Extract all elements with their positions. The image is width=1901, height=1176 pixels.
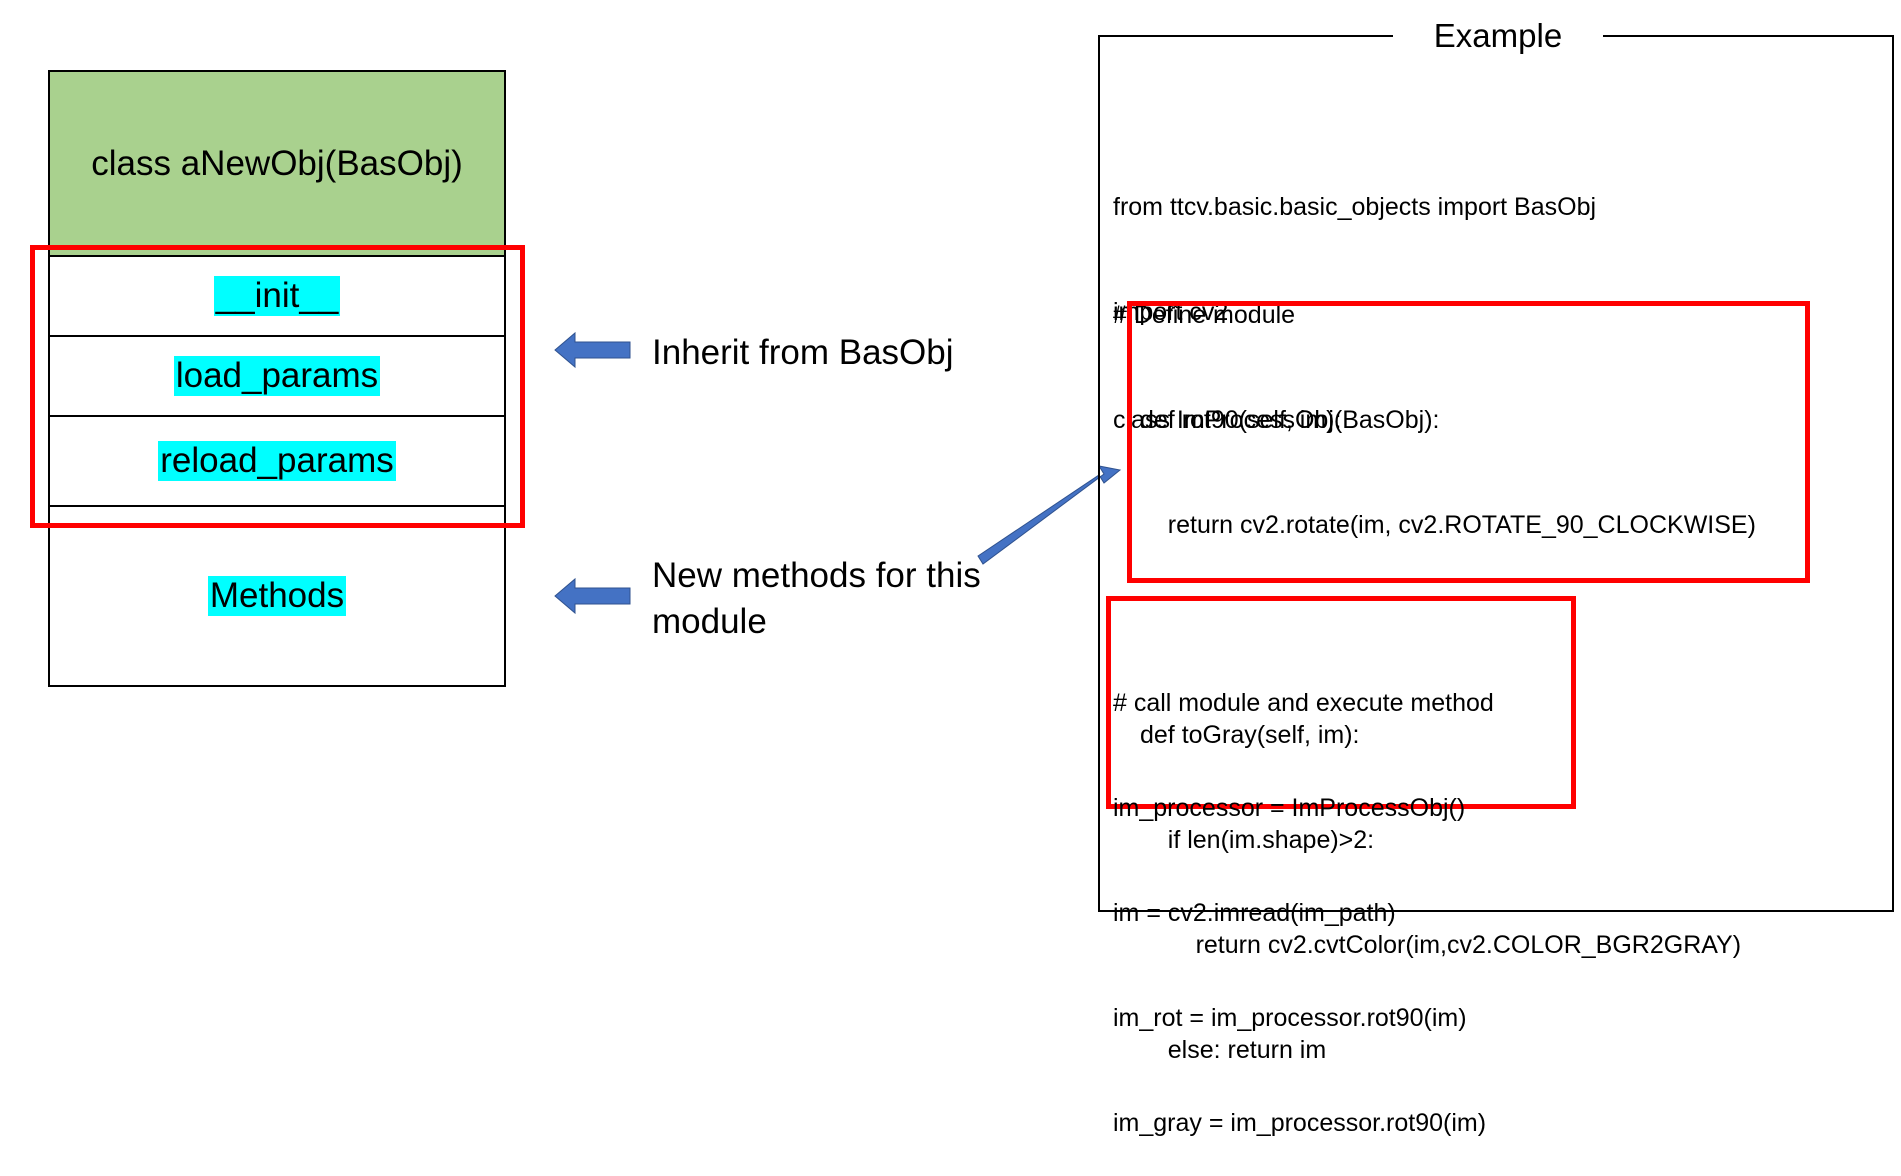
row-methods: Methods <box>50 505 504 685</box>
class-line: class ImProcessObj(BasObj): <box>1113 406 1440 434</box>
class-header: class aNewObj(BasObj) <box>50 72 504 255</box>
code-line: return cv2.rotate(im, cv2.ROTATE_90_CLOC… <box>1140 511 1756 539</box>
row-load-params: load_params <box>50 335 504 415</box>
new-methods-line-2: module <box>652 602 767 641</box>
inherit-text: Inherit from BasObj <box>652 333 954 372</box>
code-line: if len(im.shape)>2: <box>1140 826 1375 854</box>
arrows-layer <box>554 331 1122 615</box>
code-line: def rot90(self, im): <box>1140 406 1342 434</box>
call-block-highlight <box>1106 596 1576 809</box>
row-init: __init__ <box>50 255 504 335</box>
example-define: # Define module class ImProcessObj(BasOb… <box>1113 228 1439 473</box>
import-line-1: from ttcv.basic.basic_objects import Bas… <box>1113 193 1597 221</box>
methods-label: Methods <box>207 576 347 616</box>
reload-params-label: reload_params <box>158 441 396 481</box>
code-line: im_processor = ImProcessObj() <box>1113 794 1466 822</box>
inherited-methods-highlight <box>30 245 525 528</box>
new-methods-line-1: New methods for this <box>652 556 981 595</box>
code-line: im_gray = im_processor.rot90(im) <box>1113 1109 1487 1137</box>
call-block: # call module and execute method im_proc… <box>1113 616 1494 1176</box>
load-params-label: load_params <box>173 356 381 396</box>
class-diagram: class aNewObj(BasObj) __init__ load_para… <box>48 70 506 687</box>
code-line: im = cv2.imread(im_path) <box>1113 899 1396 927</box>
init-label: __init__ <box>213 276 341 316</box>
methods-block-highlight <box>1127 301 1810 583</box>
code-line: def toGray(self, im): <box>1140 721 1360 749</box>
code-line: # call module and execute method <box>1113 689 1494 717</box>
example-imports: from ttcv.basic.basic_objects import Bas… <box>1113 120 1596 365</box>
example-title: Example <box>1393 14 1603 58</box>
new-methods-label: New methods for this module <box>652 553 981 645</box>
inherit-label: Inherit from BasObj <box>652 330 954 376</box>
class-header-text: class aNewObj(BasObj) <box>91 143 463 183</box>
code-line: im_rot = im_processor.rot90(im) <box>1113 1004 1467 1032</box>
row-reload-params: reload_params <box>50 415 504 505</box>
arrow-new-methods <box>554 577 631 615</box>
arrow-inherit <box>554 331 631 369</box>
